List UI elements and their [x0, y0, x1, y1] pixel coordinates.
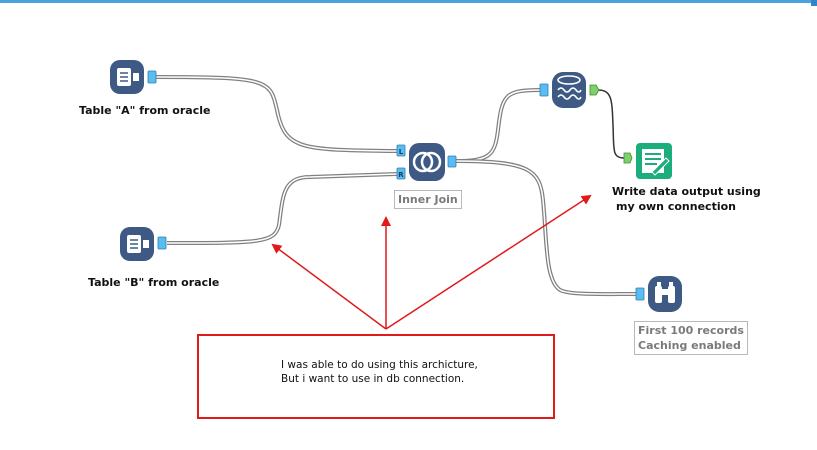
arrow-to-output	[385, 194, 592, 330]
table-b-label: Table "B" from oracle	[88, 276, 220, 289]
connection-b-to-join	[166, 172, 398, 245]
join-label: Inner Join	[394, 190, 462, 209]
table-b-tool[interactable]	[120, 227, 167, 261]
cache-tool[interactable]	[539, 72, 600, 108]
join-right-anchor-label: R	[398, 171, 404, 179]
annotation-arrows	[271, 194, 592, 330]
connection-join-to-cache	[455, 88, 541, 163]
browse-label-line2: Caching enabled	[638, 339, 741, 352]
callout-text: I was able to do using this archicture, …	[281, 358, 478, 386]
connection-cache-to-output	[597, 89, 625, 159]
callout-line1: I was able to do using this archicture,	[281, 359, 478, 371]
callout-line2: But i want to use in db connection.	[281, 373, 465, 385]
browse-tool[interactable]	[635, 276, 682, 312]
arrow-to-connection-b	[271, 243, 387, 330]
output-label-line1: Write data output using	[612, 185, 761, 198]
join-left-anchor	[396, 144, 406, 157]
table-a-label: Table "A" from oracle	[79, 104, 211, 117]
join-tool[interactable]: L R	[396, 143, 457, 181]
browse-label: First 100 records Caching enabled	[634, 321, 748, 355]
window-corner	[811, 0, 817, 6]
connection-a-to-join	[154, 75, 398, 153]
join-left-anchor-label: L	[399, 148, 404, 156]
annotation-callout-box: I was able to do using this archicture, …	[197, 334, 555, 419]
join-right-anchor	[396, 167, 406, 180]
top-border	[0, 0, 817, 3]
table-a-tool[interactable]	[110, 60, 157, 94]
browse-label-line1: First 100 records	[638, 324, 744, 337]
output-label-line2: my own connection	[616, 200, 736, 213]
connection-join-to-browse	[455, 159, 637, 297]
output-tool[interactable]	[623, 143, 672, 179]
